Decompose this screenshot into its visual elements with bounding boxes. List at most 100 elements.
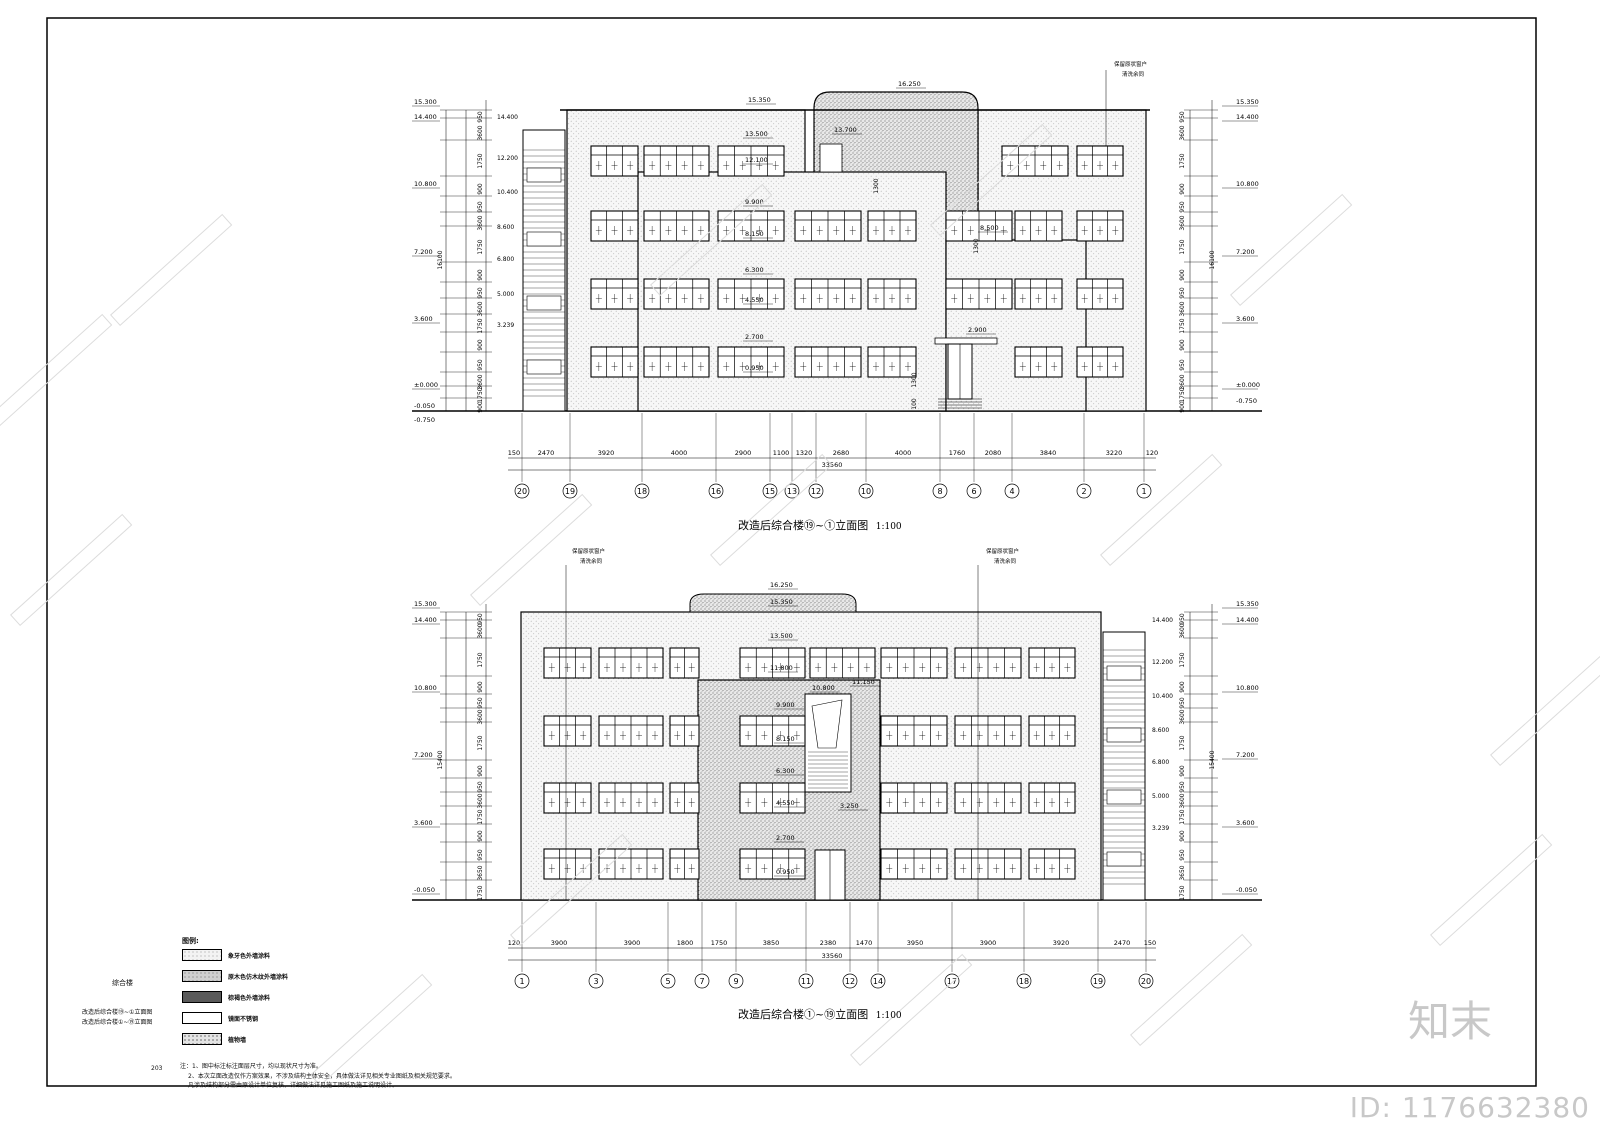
axis-bubble-upper: [1136, 483, 1152, 499]
level-left: 15.300: [414, 600, 437, 608]
inner-level: 8.150: [745, 230, 764, 238]
note-3: 凡涉及结构部分需由原设计单位复核，详细做法详见施工图纸及施工说明设计。: [188, 1082, 399, 1089]
dim-value: 1750: [477, 885, 484, 900]
bottom-dim: 2680: [833, 449, 850, 457]
level-right: 3.600: [1236, 315, 1255, 323]
inner-level: 9.900: [745, 198, 764, 206]
tower-opening: [819, 143, 843, 173]
inner-level: 2.700: [745, 333, 764, 341]
misc-dim: 100: [911, 398, 918, 410]
watermark-layer: [0, 123, 1600, 1087]
entrance-canopy: [934, 337, 998, 345]
legend-swatch: [182, 1012, 222, 1024]
dim-value: 3600: [477, 125, 484, 140]
axis-bubble-upper: [708, 483, 724, 499]
axis-label: 5: [665, 977, 670, 986]
inner-level: 2.700: [776, 834, 795, 842]
level-right: 14.400: [1236, 113, 1259, 121]
bottom-dim: 1800: [677, 939, 694, 947]
bottom-dim: 3850: [763, 939, 780, 947]
stair-level: 5.000: [1152, 793, 1169, 800]
dim-value: 1750: [477, 387, 484, 402]
axis-label: 18: [637, 487, 647, 496]
legend-label: 镜面不锈钢: [228, 1015, 259, 1023]
legend-swatch: [182, 970, 222, 982]
bottom-dim: 3900: [551, 939, 568, 947]
stair-balcony: [1106, 665, 1142, 681]
lower-scale-text: 1:100: [875, 1011, 902, 1021]
axis-label: 17: [947, 977, 957, 986]
axis-bubble-lower: [694, 973, 710, 989]
axis-bubble-upper: [858, 483, 874, 499]
dim-value: 3650: [477, 865, 484, 880]
bottom-dim: 1750: [711, 939, 728, 947]
callout-text: 清洗余同: [994, 557, 1017, 565]
stair-level: 14.400: [497, 114, 518, 121]
watermark-ribbon: [1490, 653, 1600, 767]
watermark-ribbon: [650, 183, 773, 297]
callout-text: 清洗余同: [1122, 70, 1145, 78]
inner-level: 8.500: [980, 224, 999, 232]
stair-balcony: [526, 231, 562, 247]
watermark-ribbon: [930, 123, 1053, 237]
bottom-dim: 3920: [1053, 939, 1070, 947]
axis-bubble-upper: [966, 483, 982, 499]
callout-text: 保留原状窗户: [1114, 60, 1147, 68]
watermark-ribbon: [1100, 453, 1223, 567]
dim-value: 950: [1179, 359, 1186, 371]
axis-label: 4: [1009, 487, 1014, 496]
watermark-ribbon: [310, 973, 433, 1087]
legend-item: 镜面不锈钢: [182, 1011, 258, 1025]
dim-value: 1750: [1179, 318, 1186, 333]
legend-label: 原木色仿木纹外墙涂料: [228, 973, 289, 981]
dim-value: 3600: [1179, 215, 1186, 230]
dim-value: 3600: [477, 301, 484, 316]
stair-level: 10.400: [1152, 693, 1173, 700]
dim-value: 900: [477, 183, 484, 195]
inner-level: 6.300: [776, 767, 795, 775]
dim-value: 950: [1179, 697, 1186, 709]
axis-label: 19: [1093, 977, 1103, 986]
total-height-left: 16100: [437, 250, 444, 269]
axis-label: 1: [1141, 487, 1146, 496]
upper-elevation: 9503600175090095036001750900950360017509…: [412, 60, 1262, 499]
lower-elevation-title: 改造后综合楼①~⑲立面图 1:100: [738, 1006, 902, 1022]
axis-label: 11: [801, 977, 811, 986]
stair-level: 8.600: [1152, 727, 1169, 734]
level-right: 10.800: [1236, 684, 1259, 692]
dim-value: 3600: [477, 215, 484, 230]
level-right: 14.400: [1236, 616, 1259, 624]
inner-level: 4.550: [776, 799, 795, 807]
lower-elevation: 9503600175090095036001750900950360017509…: [412, 547, 1262, 989]
axis-label: 1: [519, 977, 524, 986]
axis-bubble-upper: [1076, 483, 1092, 499]
watermark-ribbon: [850, 953, 973, 1067]
bottom-dim: 2900: [735, 449, 752, 457]
inner-level: 13.700: [834, 126, 857, 134]
inner-level: 15.350: [748, 96, 771, 104]
dim-value: 900: [1179, 765, 1186, 777]
dim-value: 1750: [1179, 153, 1186, 168]
upper-title-text: 改造后综合楼⑲~①立面图: [738, 519, 869, 532]
level-left: ±0.000: [414, 381, 438, 389]
axis-label: 9: [733, 977, 738, 986]
level-right: 3.600: [1236, 819, 1255, 827]
upper-scale-text: 1:100: [875, 522, 902, 532]
dim-value: 900: [477, 269, 484, 281]
dim-value: 3650: [1179, 865, 1186, 880]
bottom-dim: 1320: [796, 449, 813, 457]
dim-value: 900: [1179, 681, 1186, 693]
dim-value: 900: [1179, 183, 1186, 195]
inner-level: 9.900: [776, 701, 795, 709]
bottom-dim: 1470: [856, 939, 873, 947]
watermark-ribbon: [110, 213, 233, 327]
stair-level: 12.200: [497, 155, 518, 162]
inner-level: 13.500: [770, 632, 793, 640]
stair-level: 14.400: [1152, 617, 1173, 624]
axis-bubble-upper: [1004, 483, 1020, 499]
bottom-dim: 3840: [1040, 449, 1057, 457]
level-right: ±0.000: [1236, 381, 1260, 389]
stair-balcony: [1106, 727, 1142, 743]
level-right: 15.350: [1236, 98, 1259, 106]
dim-value: 900: [477, 830, 484, 842]
